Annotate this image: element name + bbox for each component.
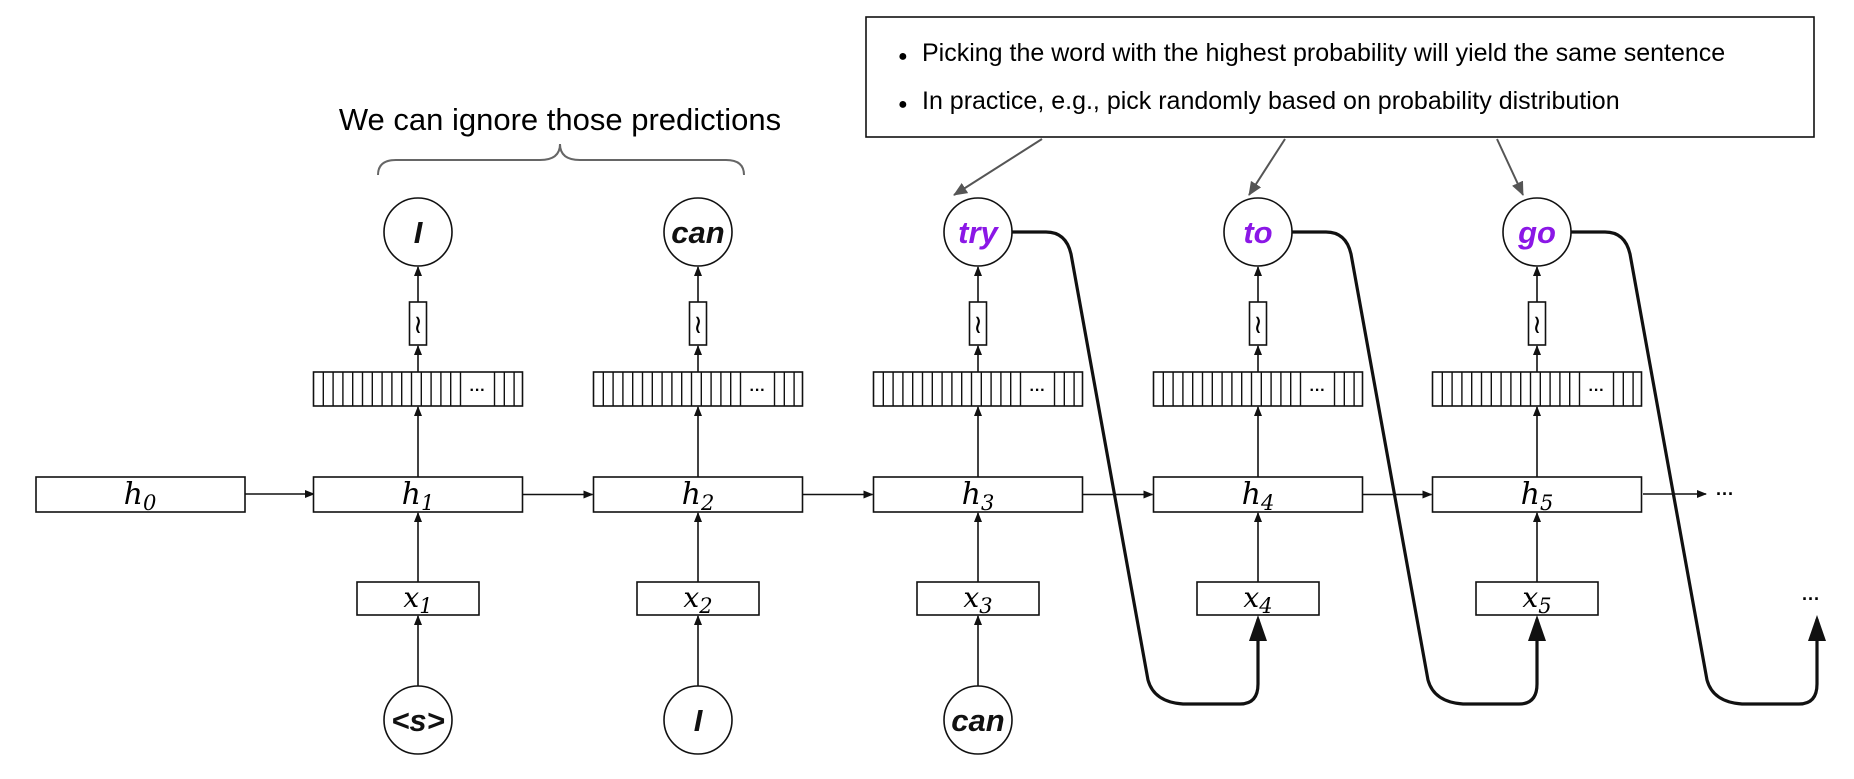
time-steps: h1x1···≀I<s>h2x2···≀canIh3x3···≀trycanh4… [312, 138, 1826, 755]
hidden-label-3: h3 [962, 477, 995, 515]
sample-feedback-arrow-5 [1571, 230, 1819, 706]
softmax-icon: ≀ [973, 309, 983, 339]
softmax-icon: ≀ [1253, 309, 1263, 339]
vector-ellipsis: ··· [1310, 382, 1326, 399]
hidden-box-5 [1431, 476, 1643, 513]
output-word-1: I [414, 215, 424, 250]
hidden-label-4: h4 [1242, 477, 1275, 515]
input-label-1: x1 [403, 581, 432, 618]
input-continuation-ellipsis: ··· [1802, 589, 1820, 609]
input-box-5 [1475, 581, 1599, 616]
output-word-2: can [671, 215, 724, 250]
sample-feedback-arrow-3 [1012, 230, 1260, 706]
hidden-box-3 [872, 476, 1084, 513]
input-word-3: can [951, 703, 1004, 738]
annotation-pointer-3 [953, 138, 1043, 196]
annotation-bullet-2: In practice, e.g., pick randomly based o… [922, 87, 1620, 115]
vector-ellipsis: ··· [750, 382, 766, 399]
softmax-icon: ≀ [413, 309, 423, 339]
output-word-5: go [1517, 215, 1556, 250]
input-label-2: x2 [683, 581, 712, 618]
time-step-5: h5 x5 ··· ≀ go [1431, 197, 1826, 706]
output-vector-3: ··· [872, 371, 1084, 407]
input-label-3: x3 [963, 581, 992, 618]
annotation-box: ● Picking the word with the highest prob… [865, 16, 1815, 138]
softmax-icon: ≀ [1532, 309, 1542, 339]
ignore-brace-group: We can ignore those predictions [339, 102, 781, 176]
vector-frame [1152, 371, 1364, 407]
annotation-frame [865, 16, 1815, 138]
output-vector-4: ··· [1152, 371, 1364, 407]
vector-frame [592, 371, 804, 407]
brace-label: We can ignore those predictions [339, 102, 781, 137]
hidden-label-5: h5 [1521, 477, 1554, 515]
sample-feedback-arrow-4 [1292, 230, 1539, 706]
hidden-label-1: h1 [402, 477, 435, 515]
annotation-bullet-1-glyph: ● [898, 48, 908, 65]
output-word-3: try [958, 215, 999, 250]
softmax-icon: ≀ [693, 309, 703, 339]
sample-feedback-arrowhead-4 [1528, 615, 1546, 641]
output-word-4: to [1243, 215, 1272, 250]
input-box-2 [636, 581, 760, 616]
time-step-3: h3 x3 ··· ≀ try can [872, 197, 1267, 755]
hidden-continuation-ellipsis: ··· [1716, 484, 1734, 504]
hidden-box-0 [35, 476, 246, 513]
input-box-3 [916, 581, 1040, 616]
annotation-pointer-5 [1496, 138, 1524, 196]
hidden-label-2: h2 [682, 477, 715, 515]
output-vector-5: ··· [1431, 371, 1643, 407]
vector-ellipsis: ··· [470, 382, 486, 399]
output-vector-1: ··· [312, 371, 524, 407]
vector-ellipsis: ··· [1030, 382, 1046, 399]
annotation-bullet-1: Picking the word with the highest probab… [922, 39, 1725, 67]
input-label-4: x4 [1243, 581, 1272, 618]
annotation-pointer-4 [1248, 138, 1286, 196]
vector-frame [312, 371, 524, 407]
sample-feedback-arrowhead-5 [1808, 615, 1826, 641]
curly-brace [377, 143, 745, 176]
annotation-bullet-2-glyph: ● [898, 96, 908, 113]
vector-ellipsis: ··· [1589, 382, 1605, 399]
initial-hidden-state: h0 [35, 476, 246, 515]
time-step-4: h4 x4 ··· ≀ to [1152, 197, 1546, 706]
sample-feedback-arrowhead-3 [1249, 615, 1267, 641]
input-word-1: <s> [391, 703, 444, 738]
hidden-label-0: h0 [124, 477, 157, 515]
input-word-2: I [694, 703, 704, 738]
output-vector-2: ··· [592, 371, 804, 407]
vector-frame [1431, 371, 1643, 407]
input-label-5: x5 [1522, 581, 1551, 618]
vector-frame [872, 371, 1084, 407]
